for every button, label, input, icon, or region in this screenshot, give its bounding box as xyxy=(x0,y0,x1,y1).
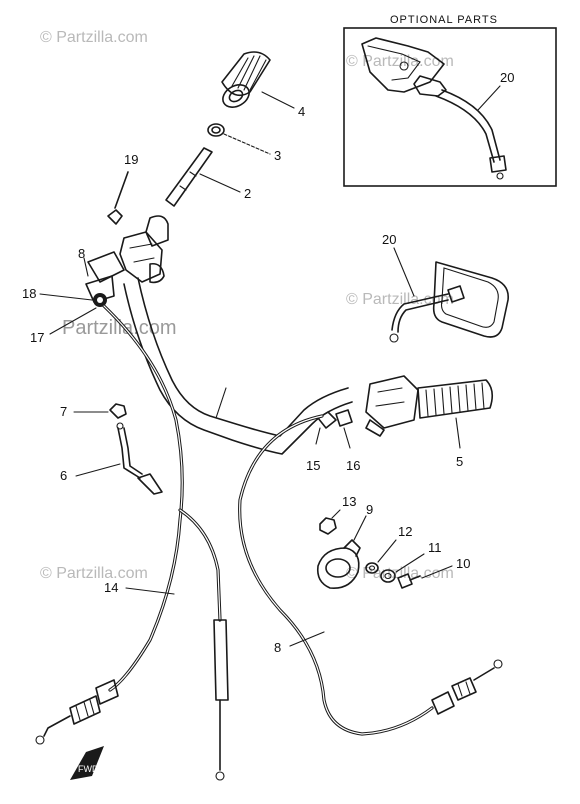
leader-8-right xyxy=(289,631,325,647)
grip-left-part-4 xyxy=(221,51,271,108)
fwd-direction-mark: FWD xyxy=(70,746,104,780)
washer-part-12 xyxy=(365,562,379,574)
callout-8-left: 8 xyxy=(78,246,85,261)
nut-part-13 xyxy=(319,517,337,535)
leader-3 xyxy=(223,133,271,155)
watermark-optional: © Partzilla.com xyxy=(346,53,454,70)
callout-10: 10 xyxy=(456,556,470,571)
callout-15: 15 xyxy=(306,458,320,473)
callout-11: 11 xyxy=(428,540,442,555)
mirror-part-20 xyxy=(389,261,509,343)
callout-9: 9 xyxy=(366,502,373,517)
ring-part-3 xyxy=(207,123,225,137)
callout-3: 3 xyxy=(274,148,281,163)
leader-6 xyxy=(75,463,121,477)
optional-mirror xyxy=(361,37,507,180)
leader-5 xyxy=(455,417,461,449)
callout-6: 6 xyxy=(60,468,67,483)
watermark-mid-right: © Partzilla.com xyxy=(346,291,454,308)
callout-2: 2 xyxy=(244,186,251,201)
callout-16: 16 xyxy=(346,458,360,473)
throttle-cable-part-8 xyxy=(238,414,503,736)
watermark-top: © Partzilla.com xyxy=(40,29,148,46)
leader-opt-20 xyxy=(477,85,501,111)
callout-19: 19 xyxy=(124,152,138,167)
left-switch-housing xyxy=(85,215,169,307)
leader-14 xyxy=(125,587,175,595)
leader-9 xyxy=(353,515,367,541)
callout-13: 13 xyxy=(342,494,356,509)
leader-18 xyxy=(39,293,93,301)
fwd-text: FWD xyxy=(78,764,99,774)
callout-18: 18 xyxy=(22,286,36,301)
leader-2 xyxy=(199,173,241,193)
leader-16 xyxy=(343,427,351,449)
washer-part-11 xyxy=(380,569,396,583)
leader-13 xyxy=(331,509,341,519)
optional-parts-box: OPTIONAL PARTS 20 xyxy=(343,14,557,187)
clamp-part-9 xyxy=(316,539,361,589)
handlebar xyxy=(123,277,353,455)
watermark-bottom-right: © Partzilla.com xyxy=(346,565,454,582)
optional-parts-title: OPTIONAL PARTS xyxy=(390,14,498,26)
nut-part-7 xyxy=(109,403,127,419)
screw-part-19 xyxy=(107,171,129,225)
callout-8-right: 8 xyxy=(274,640,281,655)
callout-12: 12 xyxy=(398,524,412,539)
callout-4: 4 xyxy=(298,104,305,119)
callout-20: 20 xyxy=(382,232,396,247)
bolt-part-10 xyxy=(397,573,421,589)
callout-17: 17 xyxy=(30,330,44,345)
leader-4 xyxy=(261,91,295,109)
right-grip-part-5 xyxy=(365,375,494,437)
leader-20 xyxy=(393,247,415,297)
leader-10 xyxy=(421,565,453,579)
screw-part-8 xyxy=(83,257,89,277)
clamp-parts-15-16 xyxy=(317,409,353,429)
leader-17 xyxy=(49,307,97,335)
callout-opt-20: 20 xyxy=(500,70,514,85)
clutch-cable-part-14 xyxy=(35,304,229,781)
callout-14: 14 xyxy=(104,580,118,595)
leader-11 xyxy=(395,553,425,573)
callout-5: 5 xyxy=(456,454,463,469)
leader-12 xyxy=(377,539,397,563)
watermark-mid-left: Partzilla.com xyxy=(62,317,176,339)
leader-15 xyxy=(315,427,321,445)
throttle-cable-part-6 xyxy=(116,422,163,495)
throttle-tube-part-2 xyxy=(165,147,213,207)
callout-7: 7 xyxy=(60,404,67,419)
watermark-bottom: © Partzilla.com xyxy=(40,565,148,582)
